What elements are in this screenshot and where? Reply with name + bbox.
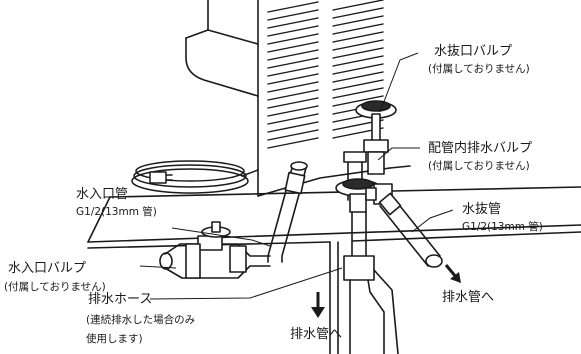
leader-pipe-drain-valve: [377, 147, 420, 161]
drain-hose-assembly: [343, 211, 399, 354]
drain-hose-note-line1: (連続排水した場合のみ: [86, 314, 196, 326]
water-drain-pipe: [378, 192, 443, 268]
drain-hose-note-line2: 使用します): [86, 333, 143, 345]
to-drain-right-label: 排水管へ: [442, 290, 495, 305]
water-inlet-valve-title: 水入口バルプ: [8, 261, 87, 276]
water-inlet-pipe-title: 水入口管: [76, 187, 129, 202]
leader-water-drain-pipe: [411, 209, 454, 233]
flow-arrows: [311, 264, 461, 318]
drain-valve-note: (付属しておりません): [428, 63, 530, 75]
pipe-drain-valve-title: 配管内排水バルプ: [428, 141, 533, 156]
water-inlet-valve-note: (付属しておりません): [4, 281, 106, 293]
water-drain-pipe-title: 水抜管: [462, 202, 502, 217]
arrow-down-icon: [311, 292, 325, 318]
leader-water-inlet-pipe: [171, 227, 271, 247]
machine-body: [185, 0, 411, 197]
leader-drain-valve: [379, 52, 419, 113]
water-inlet-pipe: [267, 161, 308, 263]
leader-drain-hose: [149, 267, 343, 300]
vent-grille-left: [267, 1, 319, 149]
drain-valve-title: 水抜口バルプ: [434, 44, 513, 59]
to-drain-center-label: 排水管へ: [290, 327, 343, 342]
drain-hose-title: 排水ホース: [88, 292, 153, 307]
leader-lines: [139, 52, 454, 300]
leader-water-inlet-valve: [139, 265, 177, 269]
arrow-down-right-icon: [444, 264, 461, 283]
pipe-drain-valve: [335, 178, 393, 213]
water-drain-pipe-spec: G1/2(13mm 管): [462, 221, 543, 233]
water-inlet-pipe-spec: G1/2(13mm 管): [76, 206, 157, 218]
pipe-drain-valve-note: (付属しておりません): [428, 160, 530, 172]
power-cord: [131, 160, 259, 194]
inlet-valve-assembly: [159, 221, 271, 279]
